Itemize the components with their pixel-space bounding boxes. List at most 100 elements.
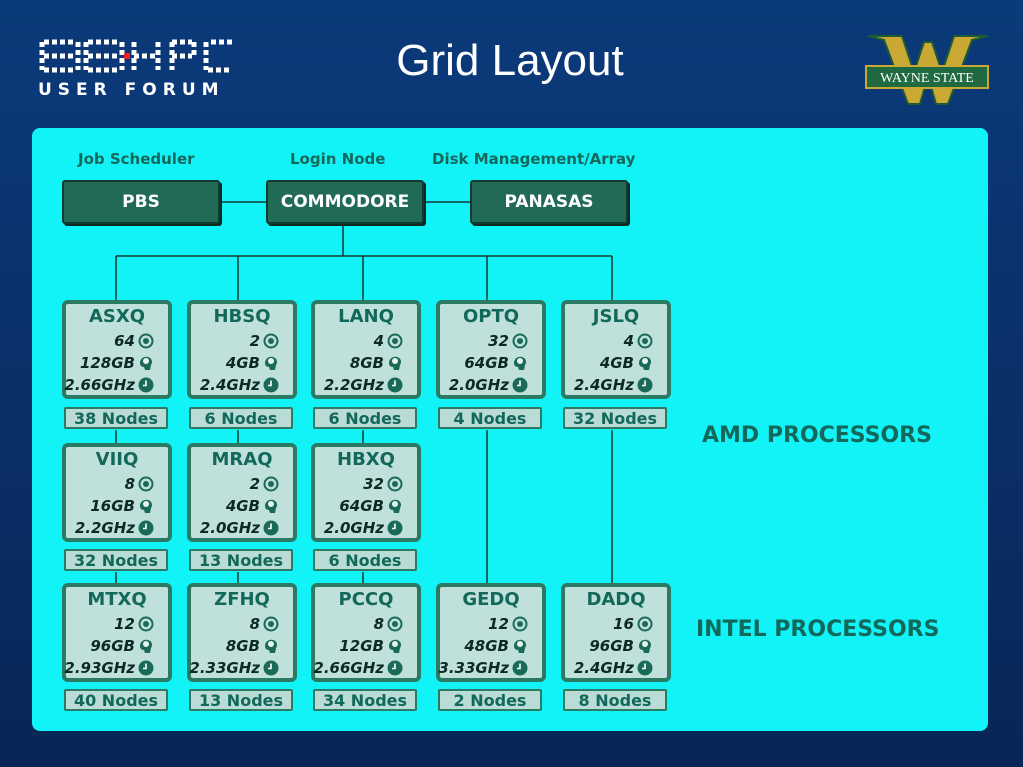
cpu-core-icon	[263, 333, 279, 349]
cores-value: 8	[373, 615, 384, 633]
speed-value: 2.0GHz	[323, 519, 384, 537]
clock-icon	[512, 377, 528, 393]
cores-value: 12	[488, 615, 509, 633]
clock-icon	[637, 660, 653, 676]
queue-name: VIIQ	[95, 449, 139, 470]
memory-head-icon	[389, 499, 401, 513]
disk-management-label: Disk Management/Array	[432, 150, 636, 168]
queue-node-zfhq: ZFHQ 8 8GB 2.33GHz	[187, 583, 297, 682]
queue-name: DADQ	[586, 589, 646, 610]
clock-icon	[637, 377, 653, 393]
queue-node-lanq: LANQ 4 8GB 2.2GHz	[311, 300, 421, 399]
speed-value: 2.4GHz	[199, 376, 260, 394]
cpu-core-icon	[138, 333, 154, 349]
speed-value: 2.66GHz	[313, 659, 384, 677]
memory-head-icon	[514, 639, 526, 653]
memory-head-icon	[140, 499, 152, 513]
slide-title: Grid Layout	[396, 36, 624, 85]
queue-name: JSLQ	[592, 306, 640, 327]
queue-node-jslq: JSLQ 4 4GB 2.4GHz	[561, 300, 671, 399]
cores-value: 64	[114, 332, 135, 350]
memory-head-icon	[514, 356, 526, 370]
speed-value: 2.0GHz	[199, 519, 260, 537]
speed-value: 2.33GHz	[189, 659, 260, 677]
queue-node-gedq: GEDQ 12 48GB 3.33GHz	[436, 583, 546, 682]
node-count-hbsq: 6 Nodes	[189, 407, 293, 429]
node-count-hbxq: 6 Nodes	[313, 549, 417, 571]
clock-icon	[138, 660, 154, 676]
cpu-core-icon	[387, 333, 403, 349]
speed-value: 2.66GHz	[64, 376, 135, 394]
memory-head-icon	[140, 639, 152, 653]
cpu-core-icon	[512, 616, 528, 632]
memory-value: 64GB	[464, 354, 509, 372]
memory-value: 64GB	[339, 497, 384, 515]
cores-value: 12	[114, 615, 135, 633]
node-count-dadq: 8 Nodes	[563, 689, 667, 711]
memory-head-icon	[265, 499, 277, 513]
speed-value: 2.2GHz	[323, 376, 384, 394]
node-count-gedq: 2 Nodes	[438, 689, 542, 711]
memory-value: 4GB	[225, 497, 260, 515]
cores-value: 16	[613, 615, 634, 633]
queue-name: MTXQ	[87, 589, 147, 610]
memory-head-icon	[389, 639, 401, 653]
queue-name: LANQ	[338, 306, 394, 327]
clock-icon	[387, 660, 403, 676]
hpc-logo-mark	[39, 39, 232, 73]
memory-value: 12GB	[339, 637, 384, 655]
memory-value: 16GB	[90, 497, 135, 515]
connector-lines	[115, 201, 613, 583]
node-count-lanq: 6 Nodes	[313, 407, 417, 429]
memory-value: 4GB	[225, 354, 260, 372]
queue-node-optq: OPTQ 32 64GB 2.0GHz	[436, 300, 546, 399]
cores-value: 32	[363, 475, 384, 493]
cores-value: 8	[249, 615, 260, 633]
clock-icon	[138, 520, 154, 536]
queue-name: HBSQ	[213, 306, 271, 327]
memory-head-icon	[639, 356, 651, 370]
queue-node-pccq: PCCQ 8 12GB 2.66GHz	[311, 583, 421, 682]
wayne-state-logo: WAYNE STATE	[862, 32, 992, 108]
queue-name: HBXQ	[337, 449, 395, 470]
grid-layout-panel: Job Scheduler Login Node Disk Management…	[32, 128, 988, 731]
cores-value: 8	[124, 475, 135, 493]
speed-value: 2.0GHz	[448, 376, 509, 394]
node-count-viiq: 32 Nodes	[64, 549, 168, 571]
clock-icon	[387, 377, 403, 393]
node-count-mraq: 13 Nodes	[189, 549, 293, 571]
node-count-zfhq: 13 Nodes	[189, 689, 293, 711]
cores-value: 4	[373, 332, 384, 350]
queue-node-viiq: VIIQ 8 16GB 2.2GHz	[62, 443, 172, 542]
speed-value: 2.93GHz	[64, 659, 135, 677]
login-node-label: Login Node	[290, 150, 386, 168]
memory-value: 8GB	[349, 354, 384, 372]
memory-head-icon	[389, 356, 401, 370]
cores-value: 2	[249, 332, 260, 350]
memory-value: 96GB	[589, 637, 634, 655]
cores-value: 2	[249, 475, 260, 493]
cpu-core-icon	[138, 616, 154, 632]
clock-icon	[387, 520, 403, 536]
memory-head-icon	[639, 639, 651, 653]
queue-node-mtxq: MTXQ 12 96GB 2.93GHz	[62, 583, 172, 682]
queue-name: ZFHQ	[214, 589, 270, 610]
node-count-optq: 4 Nodes	[438, 407, 542, 429]
cpu-core-icon	[138, 476, 154, 492]
queue-name: PCCQ	[338, 589, 394, 610]
queue-node-dadq: DADQ 16 96GB 2.4GHz	[561, 583, 671, 682]
queue-node-asxq: ASXQ 64 128GB 2.66GHz	[62, 300, 172, 399]
memory-value: 128GB	[79, 354, 135, 372]
job-scheduler-label: Job Scheduler	[78, 150, 195, 168]
hpc-user-forum-logo: USER FORUM	[36, 36, 236, 100]
cpu-core-icon	[263, 476, 279, 492]
cores-value: 32	[488, 332, 509, 350]
intel-processors-label: INTEL PROCESSORS	[696, 617, 940, 642]
panasas-box: PANASAS	[470, 180, 628, 224]
speed-value: 3.33GHz	[438, 659, 509, 677]
commodore-box: COMMODORE	[266, 180, 424, 224]
queue-node-hbsq: HBSQ 2 4GB 2.4GHz	[187, 300, 297, 399]
node-count-jslq: 32 Nodes	[563, 407, 667, 429]
amd-processors-label: AMD PROCESSORS	[702, 423, 932, 448]
queue-node-hbxq: HBXQ 32 64GB 2.0GHz	[311, 443, 421, 542]
